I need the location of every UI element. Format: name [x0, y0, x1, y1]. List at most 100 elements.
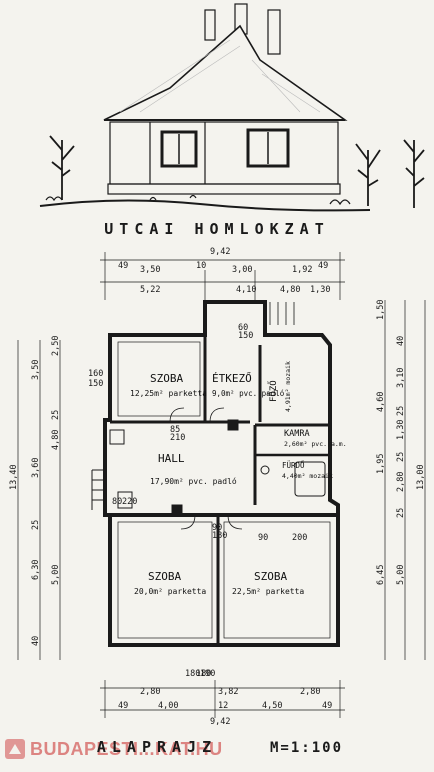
- dim-left-inner-4: 25: [31, 520, 41, 530]
- dim-bottom-r2-4: 49: [322, 701, 332, 711]
- dim-left-inner-3: 4,80: [51, 430, 61, 450]
- dim-left-inner-6: 40: [31, 636, 41, 646]
- room-furdo-area: 4,40m² mozaik: [282, 472, 333, 480]
- dim-left-inner-2: 25: [51, 410, 61, 420]
- dim-right-inner-2: 3,10: [396, 368, 406, 388]
- dim-top-r1-0: 49: [118, 261, 128, 271]
- dim-misc-4: 180: [185, 669, 200, 679]
- outer-wall: [103, 300, 340, 647]
- chimney-right: [267, 9, 281, 55]
- door-swing-szoba1: [169, 407, 185, 423]
- dimension-labels: 9,42 49 3,50 10 3,00 1,92 49 5,22 4,10 4…: [9, 247, 426, 727]
- dim-top-r1-4: 1,92: [292, 265, 312, 275]
- dim-right-mid-0: 4,60: [376, 392, 386, 412]
- room-etkezo-area: 9,0m² pvc. padló: [212, 389, 285, 398]
- ground-line: [39, 199, 371, 212]
- tree-right-icon: [355, 143, 381, 206]
- dim-left-mid-1: 6,30: [31, 560, 41, 580]
- room-fozo-name: FŐZŐ: [268, 380, 279, 402]
- dim-bottom-r2-2: 12: [218, 701, 228, 711]
- dim-right-inner-0: 1,50: [376, 300, 386, 320]
- chimney-left: [204, 9, 216, 41]
- dim-top-r1-3: 3,00: [232, 265, 252, 275]
- dim-left-mid-0: 3,60: [31, 458, 41, 478]
- dim-right-inner-8: 5,00: [396, 565, 406, 585]
- dim-top-r1-5: 49: [318, 261, 328, 271]
- dim-left-outer: 13,40: [9, 464, 19, 490]
- door-swing-etkezo: [209, 407, 225, 423]
- dim-misc-10: 85: [170, 425, 180, 435]
- dim-misc-2: 60: [238, 323, 248, 333]
- room-szoba2-area: 20,0m² parketta: [134, 587, 206, 596]
- wc: [260, 465, 270, 475]
- room-szoba1-area: 12,25m² parketta: [130, 389, 207, 398]
- dim-misc-8: 90: [258, 533, 268, 543]
- dim-misc-14: 180: [212, 531, 227, 541]
- room-kamra-area: 2,60m² pvc. a.m.: [284, 440, 347, 448]
- dim-top-r2-1: 4,10: [236, 285, 256, 295]
- window-left: [160, 130, 198, 168]
- flue-2: [171, 504, 183, 516]
- tree-far-right-icon: [403, 139, 425, 208]
- roof: [103, 24, 348, 121]
- dim-misc-5: 190: [200, 669, 215, 679]
- door-swing-szoba3: [227, 514, 243, 530]
- watermark-logo-icon: [5, 739, 25, 759]
- dim-bottom-r2-0: 49: [118, 701, 128, 711]
- stove: [109, 429, 125, 445]
- dim-right-inner-1: 40: [396, 336, 406, 346]
- dim-top-r2-2: 4,80: [280, 285, 300, 295]
- dim-misc-9: 200: [292, 533, 307, 543]
- plinth: [107, 183, 341, 195]
- room-labels: SZOBA 12,25m² parketta ÉTKEZŐ 9,0m² pvc.…: [130, 361, 347, 596]
- dim-misc-0: 160: [88, 369, 103, 379]
- room-hall-area: 17,90m² pvc. padló: [150, 476, 237, 486]
- dim-left-inner-5: 5,00: [51, 565, 61, 585]
- dim-top-r2-0: 5,22: [140, 285, 160, 295]
- shrubs: [45, 194, 351, 206]
- stove-2: [117, 491, 133, 509]
- room-szoba2-name: SZOBA: [148, 570, 181, 583]
- room-furdo-name: FÜRDŐ: [282, 461, 305, 470]
- tree-left-icon: [49, 135, 75, 200]
- room-szoba3-area: 22,5m² parketta: [232, 587, 304, 596]
- dim-top-total: 9,42: [210, 247, 230, 257]
- dim-top-r1-1: 3,50: [140, 265, 160, 275]
- room-szoba3-name: SZOBA: [254, 570, 287, 583]
- facade-title: UTCAI HOMLOKZAT: [104, 220, 330, 238]
- dim-misc-11: 210: [170, 433, 185, 443]
- entrance-steps: [91, 469, 105, 510]
- dim-top-r1-2: 10: [196, 261, 206, 271]
- dim-right-inner-4: 1,30: [396, 420, 406, 440]
- dim-misc-13: 90: [212, 523, 222, 533]
- dim-right-inner-7: 25: [396, 508, 406, 518]
- dim-right-mid-1: 1,95: [376, 454, 386, 474]
- dim-bottom-r2-1: 4,00: [158, 701, 178, 711]
- dim-left-inner-1: 3,50: [31, 360, 41, 380]
- dim-right-inner-3: 25: [396, 406, 406, 416]
- dim-left-inner-0: 2,50: [51, 336, 61, 356]
- bathtub: [294, 461, 326, 497]
- dim-right-inner-6: 2,80: [396, 472, 406, 492]
- facade-wall: [109, 121, 339, 185]
- dim-bottom-r1-2: 2,80: [300, 687, 320, 697]
- dim-misc-6: 80: [112, 497, 122, 507]
- window-right: [246, 128, 290, 168]
- watermark: BUDAPESTI...KAT.HU: [0, 734, 290, 764]
- street-facade: [39, 3, 425, 212]
- dim-bottom-r1-1: 3,82: [218, 687, 238, 697]
- dim-misc-1: 150: [88, 379, 103, 389]
- dim-top-r2-3: 1,30: [310, 285, 330, 295]
- flue-1: [227, 419, 239, 431]
- room-szoba1-name: SZOBA: [150, 372, 183, 385]
- dim-misc-3: 150: [238, 331, 253, 341]
- dim-misc-12: 180: [196, 669, 211, 679]
- dim-right-outer: 13,00: [416, 464, 426, 490]
- watermark-text: BUDAPESTI...KAT.HU: [30, 738, 223, 759]
- dim-bottom-r1-0: 2,80: [140, 687, 160, 697]
- dim-bottom-total: 9,42: [210, 717, 230, 727]
- dim-right-mid-2: 6,45: [376, 565, 386, 585]
- door-swing-szoba2: [180, 514, 196, 530]
